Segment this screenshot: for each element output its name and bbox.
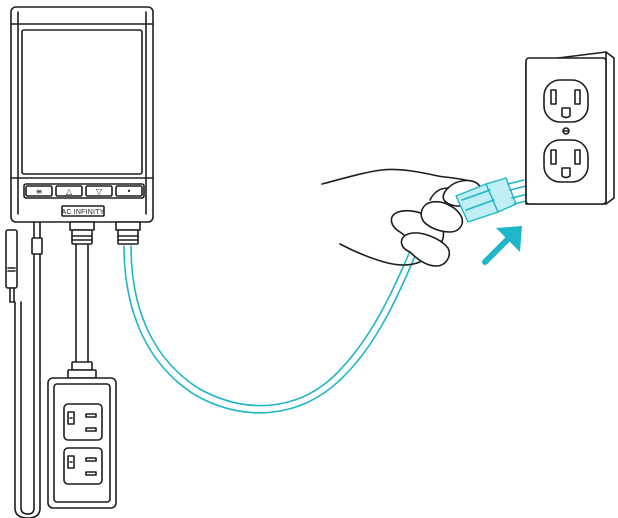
wall-receptacle-top: [543, 79, 589, 123]
mode-dot-icon: •: [127, 187, 132, 196]
controller-unit: [10, 6, 154, 223]
controller-button-down[interactable]: ▽: [85, 185, 113, 197]
strip-outlet-top: [63, 403, 103, 441]
outlet-cable: [67, 243, 97, 379]
brand-label-text: AC INFINITY: [61, 209, 104, 216]
controller-button-menu[interactable]: ≡: [25, 185, 53, 197]
power-strip: [47, 377, 117, 509]
wall-outlet-icon: [525, 51, 615, 205]
controller-port-outlet: [69, 221, 95, 245]
controller-port-power: [115, 221, 141, 245]
power-cord: [123, 189, 471, 414]
arrow-up-right-icon: [482, 226, 522, 265]
controller-screen: [21, 29, 143, 175]
brand-label: AC INFINITY: [61, 205, 105, 217]
controller-button-mode[interactable]: •: [115, 185, 143, 197]
down-arrow-icon: ▽: [96, 187, 103, 196]
controller-button-up[interactable]: △: [55, 185, 83, 197]
up-arrow-icon: △: [66, 187, 73, 196]
menu-icon: ≡: [36, 187, 43, 196]
sensor-probe-icon: [5, 229, 18, 303]
hand-icon: [321, 168, 482, 267]
wall-receptacle-bottom: [543, 139, 589, 183]
sensor-probe-cable: [5, 221, 43, 518]
power-plug-icon: [455, 177, 531, 223]
strip-outlet-bottom: [63, 447, 103, 485]
